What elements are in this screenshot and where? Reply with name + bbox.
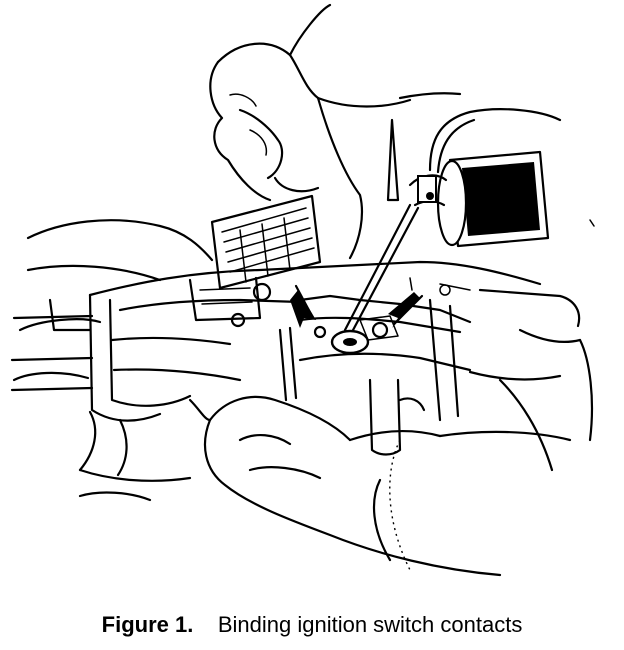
- caption-spacer: [199, 612, 211, 637]
- grille-panel: [210, 194, 322, 290]
- figure-caption-text: Binding ignition switch contacts: [217, 612, 523, 637]
- background-fabric: [12, 219, 214, 382]
- wiring-right: [398, 92, 595, 227]
- ignition-switch-assembly: [10, 260, 581, 456]
- contact-arrows: [290, 284, 424, 328]
- upper-hand-illustration: [209, 3, 412, 260]
- figure-caption-label: Figure 1.: [101, 612, 194, 637]
- spray-can: [343, 108, 562, 334]
- ignition-switch-illustration: [10, 3, 595, 577]
- lower-left-fabric: [78, 398, 212, 502]
- figure-caption: Figure 1. Binding ignition switch contac…: [0, 612, 624, 638]
- lower-hand-illustration: [203, 328, 594, 577]
